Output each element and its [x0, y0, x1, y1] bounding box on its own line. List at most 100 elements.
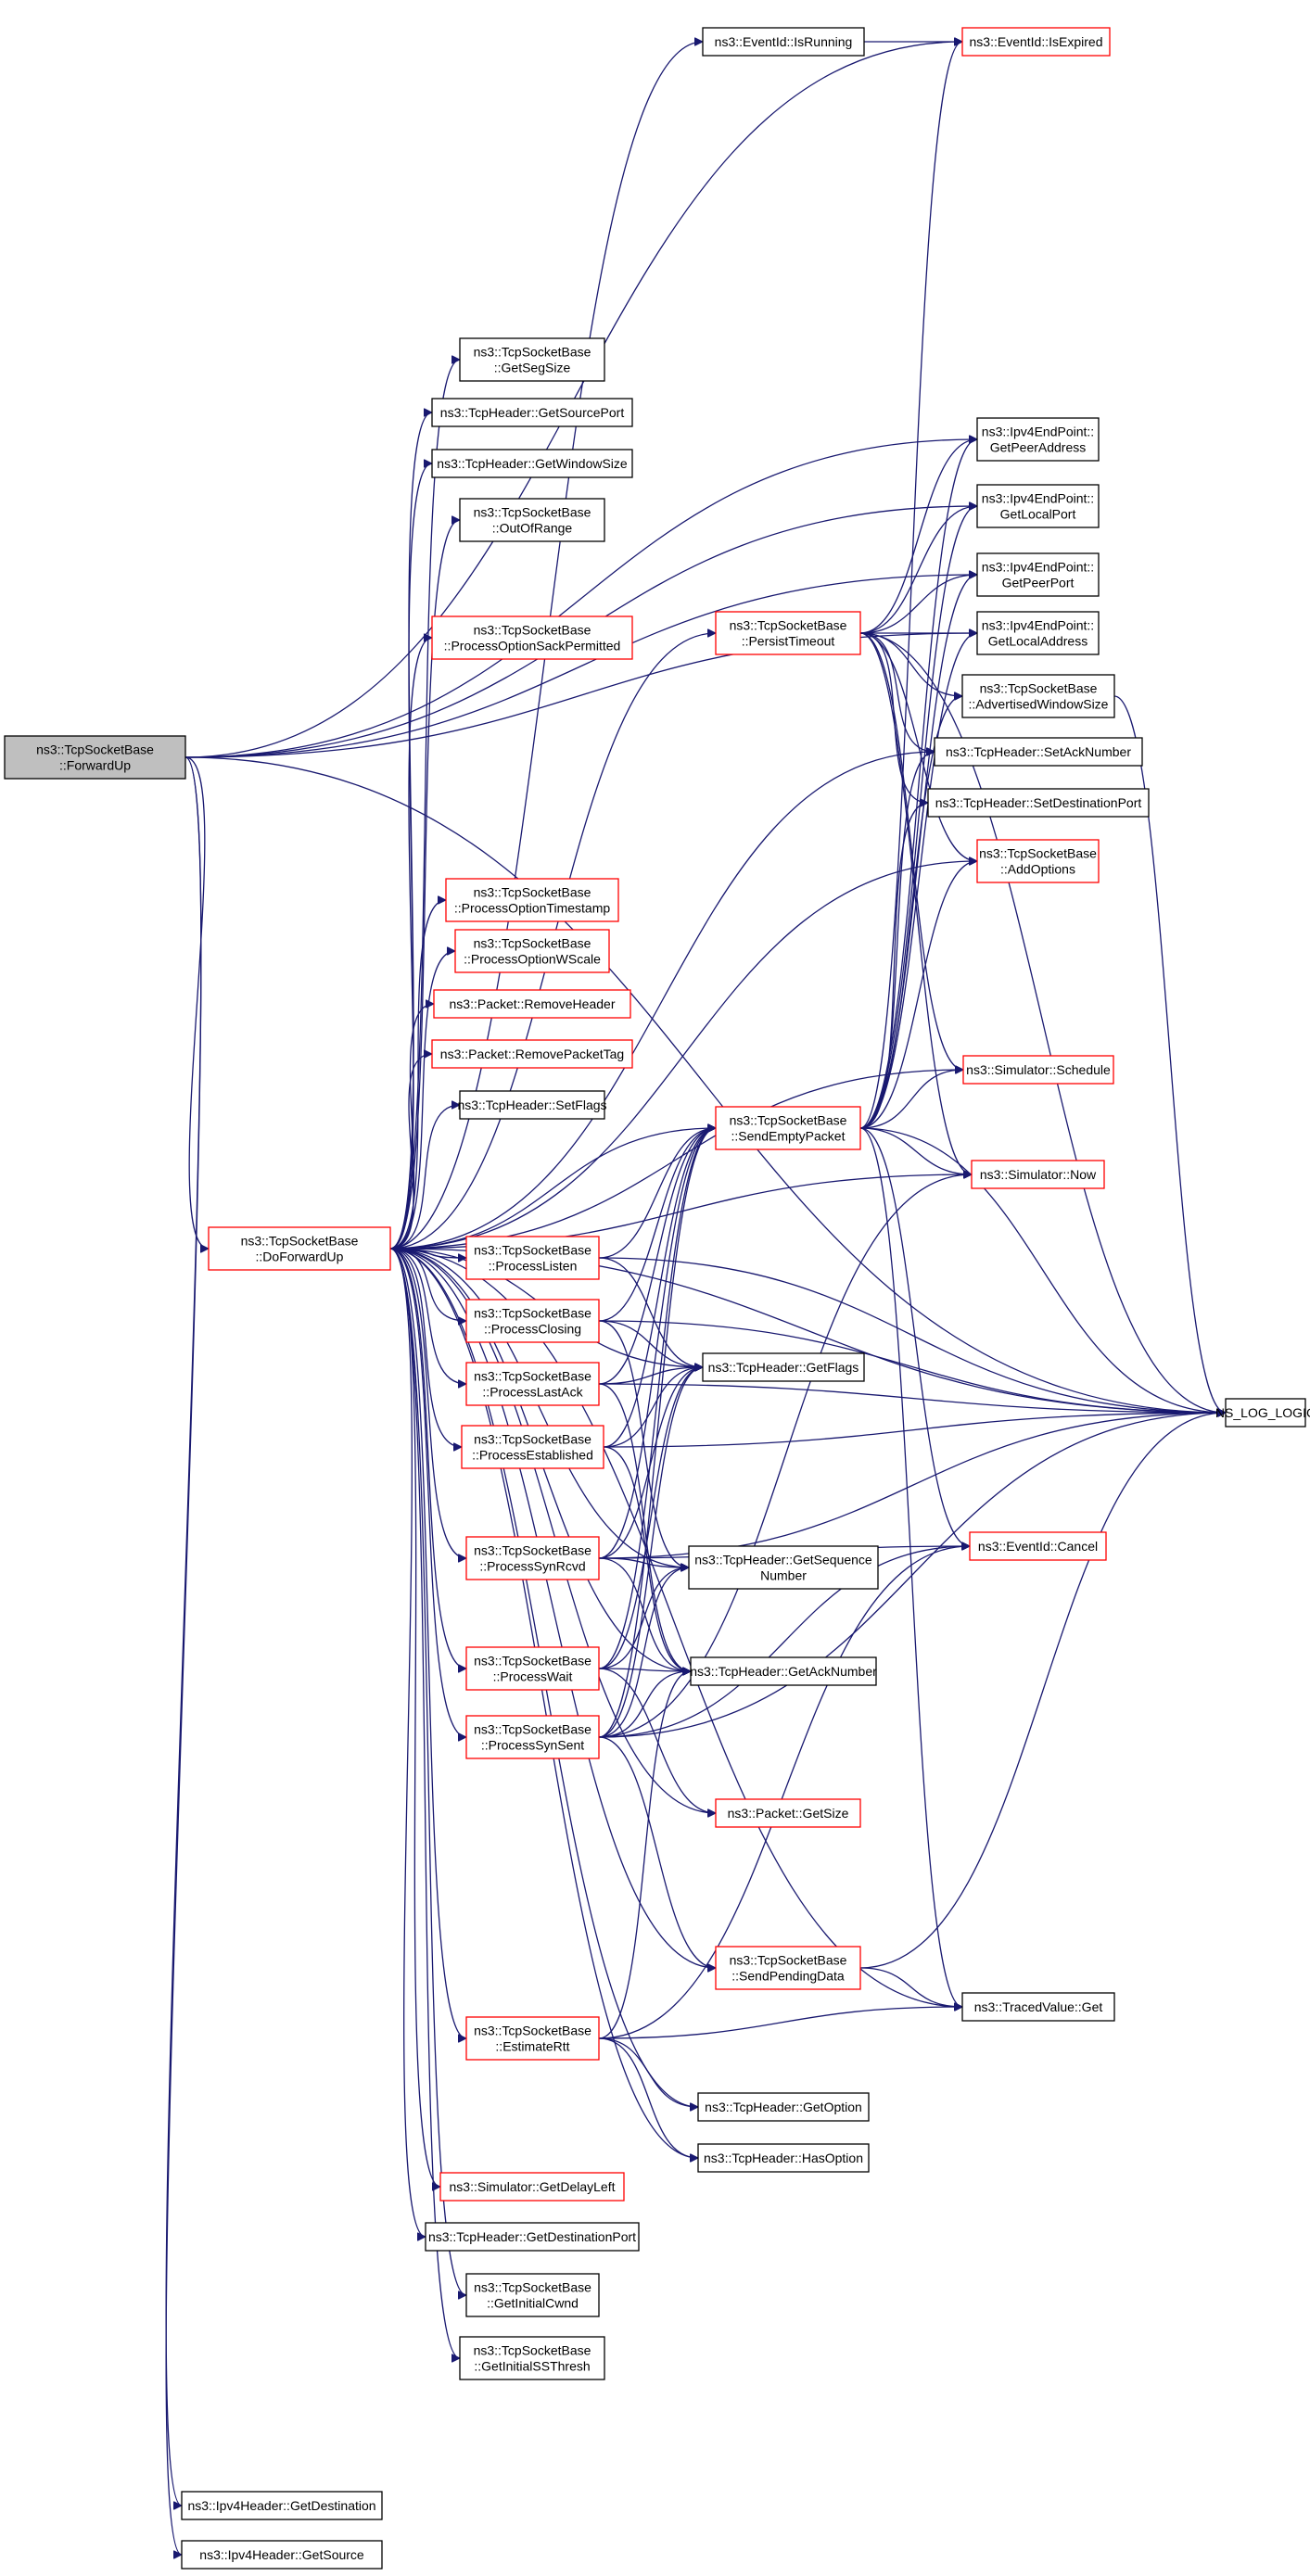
node-getoption[interactable]: ns3::TcpHeader::GetOption — [697, 2092, 870, 2122]
node-label: ::ProcessOptionTimestamp — [454, 901, 611, 916]
node-now[interactable]: ns3::Simulator::Now — [971, 1160, 1105, 1189]
node-getlocalport[interactable]: ns3::Ipv4EndPoint::GetLocalPort — [976, 484, 1100, 528]
edge-estimatertt-to-tracedvalueget — [598, 2007, 962, 2039]
edge-forwardup-to-ipv4getsource — [165, 756, 202, 2555]
node-box — [459, 2336, 605, 2380]
node-label: ns3::TcpHeader::GetAckNumber — [690, 1664, 877, 1679]
node-estimatertt[interactable]: ns3::TcpSocketBase::EstimateRtt — [465, 2016, 600, 2061]
node-getinitialcwnd[interactable]: ns3::TcpSocketBase::GetInitialCwnd — [465, 2273, 600, 2317]
node-tracedvalueget[interactable]: ns3::TracedValue::Get — [961, 1992, 1115, 2022]
node-cancel[interactable]: ns3::EventId::Cancel — [969, 1531, 1107, 1561]
edge-processsynsent-to-nslog — [598, 1413, 1226, 1738]
edge-processlisten-to-nslog — [598, 1257, 1226, 1413]
node-optiontimestamp[interactable]: ns3::TcpSocketBase::ProcessOptionTimesta… — [445, 878, 619, 922]
node-label: GetLocalAddress — [988, 634, 1087, 649]
edge-sendemptypacket-to-isexpired — [859, 42, 963, 1129]
node-label: GetPeerAddress — [990, 440, 1087, 455]
edge-sendemptypacket-to-getlocalport — [859, 506, 977, 1129]
node-label: ::ProcessOptionSackPermitted — [444, 639, 621, 654]
node-label: ::OutOfRange — [492, 521, 573, 536]
node-label: ::ProcessClosing — [484, 1322, 581, 1337]
edge-persisttimeout-to-addoptions — [859, 632, 977, 861]
node-box — [461, 1425, 604, 1469]
node-processlastack[interactable]: ns3::TcpSocketBase::ProcessLastAck — [465, 1362, 600, 1406]
node-optionwscale[interactable]: ns3::TcpSocketBase::ProcessOptionWScale — [454, 929, 610, 973]
node-box — [454, 929, 610, 973]
node-nslog[interactable]: NS_LOG_LOGIC — [1215, 1398, 1310, 1428]
node-box — [465, 2016, 600, 2061]
node-doforwardup[interactable]: ns3::TcpSocketBase::DoForwardUp — [208, 1226, 391, 1271]
node-label: ns3::Packet::GetSize — [728, 1806, 849, 1821]
node-label: ns3::Ipv4Header::GetDestination — [187, 2498, 375, 2513]
node-sendpendingdata[interactable]: ns3::TcpSocketBase::SendPendingData — [715, 1946, 861, 1990]
node-getacknumber[interactable]: ns3::TcpHeader::GetAckNumber — [690, 1656, 877, 1686]
node-box — [465, 2273, 600, 2317]
node-setflags[interactable]: ns3::TcpHeader::SetFlags — [457, 1090, 607, 1120]
node-advwindowsize[interactable]: ns3::TcpSocketBase::AdvertisedWindowSize — [961, 674, 1115, 718]
node-box — [208, 1226, 391, 1271]
node-getsegsize[interactable]: ns3::TcpSocketBase::GetSegSize — [459, 337, 605, 382]
node-sendemptypacket[interactable]: ns3::TcpSocketBase::SendEmptyPacket — [715, 1106, 861, 1150]
edge-processsynsent-to-sendemptypacket — [598, 1128, 716, 1738]
node-setacknumber[interactable]: ns3::TcpHeader::SetAckNumber — [934, 737, 1143, 767]
node-isrunning[interactable]: ns3::EventId::IsRunning — [702, 27, 865, 57]
node-setdestport[interactable]: ns3::TcpHeader::SetDestinationPort — [927, 788, 1150, 818]
node-label: ns3::TcpHeader::GetSourcePort — [440, 405, 625, 420]
node-ipv4getdest[interactable]: ns3::Ipv4Header::GetDestination — [181, 2491, 383, 2520]
node-removepackettag[interactable]: ns3::Packet::RemovePacketTag — [431, 1039, 633, 1069]
node-getflags[interactable]: ns3::TcpHeader::GetFlags — [702, 1352, 865, 1382]
node-label: ns3::Ipv4EndPoint:: — [982, 425, 1094, 439]
node-persisttimeout[interactable]: ns3::TcpSocketBase::PersistTimeout — [715, 611, 861, 655]
node-box — [181, 2491, 383, 2520]
node-tcpgetdestport[interactable]: ns3::TcpHeader::GetDestinationPort — [425, 2222, 640, 2252]
node-outofrange[interactable]: ns3::TcpSocketBase::OutOfRange — [459, 498, 605, 542]
node-getsourceport[interactable]: ns3::TcpHeader::GetSourcePort — [431, 398, 633, 427]
node-schedule[interactable]: ns3::Simulator::Schedule — [962, 1055, 1114, 1085]
nodes-layer: ns3::TcpSocketBase::ForwardUpns3::TcpSoc… — [4, 27, 1310, 2570]
node-label: ns3::TracedValue::Get — [974, 1999, 1103, 2014]
node-getdelayleft[interactable]: ns3::Simulator::GetDelayLeft — [439, 2172, 625, 2202]
node-getsize[interactable]: ns3::Packet::GetSize — [715, 1798, 861, 1828]
node-getinitialssthresh[interactable]: ns3::TcpSocketBase::GetInitialSSThresh — [459, 2336, 605, 2380]
edge-sendemptypacket-to-setdestport — [859, 803, 928, 1129]
edge-processlastack-to-getacknumber — [598, 1383, 691, 1671]
node-processlisten[interactable]: ns3::TcpSocketBase::ProcessListen — [465, 1236, 600, 1280]
edge-persisttimeout-to-getpeeraddress — [859, 439, 977, 634]
node-label: ::GetSegSize — [494, 361, 571, 375]
node-processwait[interactable]: ns3::TcpSocketBase::ProcessWait — [465, 1646, 600, 1691]
node-box — [431, 615, 633, 660]
node-forwardup[interactable]: ns3::TcpSocketBase::ForwardUp — [4, 735, 186, 780]
node-label: ns3::Simulator::Now — [980, 1167, 1097, 1182]
node-label: ns3::TcpHeader::GetWindowSize — [437, 456, 628, 471]
node-getpeeraddress[interactable]: ns3::Ipv4EndPoint::GetPeerAddress — [976, 417, 1100, 462]
node-label: ::ProcessSynRcvd — [479, 1559, 585, 1574]
node-label: ns3::TcpSocketBase — [474, 1306, 591, 1321]
node-processestablished[interactable]: ns3::TcpSocketBase::ProcessEstablished — [461, 1425, 604, 1469]
node-label: ns3::Ipv4EndPoint:: — [982, 491, 1094, 506]
node-getpeerport[interactable]: ns3::Ipv4EndPoint::GetPeerPort — [976, 552, 1100, 597]
node-label: ::SendPendingData — [731, 1969, 845, 1984]
node-box — [715, 1798, 861, 1828]
node-label: ns3::Ipv4EndPoint:: — [982, 618, 1094, 633]
edge-doforwardup-to-sendpendingdata — [389, 1248, 716, 1968]
node-addoptions[interactable]: ns3::TcpSocketBase::AddOptions — [976, 839, 1100, 883]
node-getlocaladdress[interactable]: ns3::Ipv4EndPoint::GetLocalAddress — [976, 611, 1100, 655]
edge-persisttimeout-to-setacknumber — [859, 632, 935, 752]
edge-processsynrcvd-to-sendemptypacket — [598, 1128, 716, 1559]
node-ipv4getsource[interactable]: ns3::Ipv4Header::GetSource — [181, 2540, 383, 2570]
edge-processsynrcvd-to-nslog — [598, 1413, 1226, 1559]
node-isexpired[interactable]: ns3::EventId::IsExpired — [961, 27, 1111, 57]
node-sackpermitted[interactable]: ns3::TcpSocketBase::ProcessOptionSackPer… — [431, 615, 633, 660]
edge-processwait-to-getsequence — [598, 1567, 689, 1669]
edge-persisttimeout-to-schedule — [859, 632, 963, 1070]
node-getwindowsize[interactable]: ns3::TcpHeader::GetWindowSize — [431, 449, 633, 478]
node-processsynrcvd[interactable]: ns3::TcpSocketBase::ProcessSynRcvd — [465, 1536, 600, 1580]
node-box — [976, 839, 1100, 883]
node-removeheader[interactable]: ns3::Packet::RemoveHeader — [433, 989, 631, 1019]
node-processclosing[interactable]: ns3::TcpSocketBase::ProcessClosing — [465, 1299, 600, 1343]
node-label: GetPeerPort — [1002, 576, 1075, 590]
node-processsynsent[interactable]: ns3::TcpSocketBase::ProcessSynSent — [465, 1715, 600, 1759]
node-hasoption[interactable]: ns3::TcpHeader::HasOption — [697, 2143, 870, 2173]
edge-doforwardup-to-getsequence — [389, 1248, 689, 1567]
